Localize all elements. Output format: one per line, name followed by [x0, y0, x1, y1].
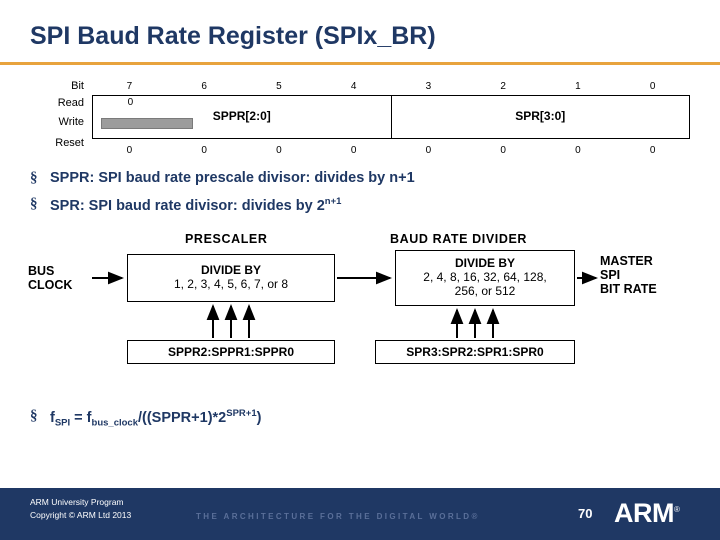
- bullet-sppr: § SPPR: SPI baud rate prescale divisor: …: [30, 170, 415, 187]
- formula-tail: /((SPPR+1)*2: [137, 409, 227, 426]
- reset-value: 0: [649, 145, 656, 156]
- formula-text: fSPI = fbus_clock/((SPPR+1)*2SPR+1): [50, 408, 261, 429]
- bullet-marker-icon: §: [30, 196, 38, 212]
- reset-value: 0: [575, 145, 581, 156]
- reset-value: 0: [425, 145, 432, 156]
- bullet-sppr-text: SPPR: SPI baud rate prescale divisor: di…: [50, 170, 415, 186]
- reset-value-row: 0 0 0 0 0 0 0 0: [92, 140, 690, 162]
- bit-number: 4: [350, 81, 357, 92]
- master-line1: MASTER: [600, 254, 653, 268]
- bullet-spr: § SPR: SPI baud rate divisor: divides by…: [30, 196, 341, 214]
- reset-value: 0: [500, 145, 506, 156]
- baud-divide-values-2: 256, or 512: [454, 284, 516, 298]
- bullet-marker-icon: §: [30, 170, 38, 186]
- label-bit: Bit: [71, 80, 84, 92]
- field-name-sppr: SPPR[2:0]: [212, 109, 271, 123]
- master-line2: SPI: [600, 268, 621, 282]
- diagram-heading-prescaler: PRESCALER: [185, 232, 268, 246]
- reset-value: 0: [201, 145, 207, 156]
- bit-number-row: 7 6 5 4 3 2 1 0: [92, 78, 690, 95]
- formula-f-main: f: [50, 409, 55, 426]
- reset-value: 0: [350, 145, 357, 156]
- formula-sub-spi: SPI: [54, 417, 71, 429]
- formula-sub-bus-clock: bus_clock: [91, 417, 138, 429]
- reset-value: 0: [276, 145, 282, 156]
- bit-number: 1: [575, 81, 581, 92]
- diagram-box-spr-bits: SPR3:SPR2:SPR1:SPR0: [375, 340, 575, 364]
- label-read: Read: [57, 97, 84, 109]
- footer-line-2: Copyright © ARM Ltd 2013: [30, 510, 132, 520]
- bit-number: 0: [649, 81, 656, 92]
- diagram-heading-baud-rate-divider: BAUD RATE DIVIDER: [390, 232, 528, 246]
- arm-logo: ARM®: [614, 498, 680, 529]
- bullet-spr-text: SPR: SPI baud rate divisor: divides by 2…: [50, 196, 341, 214]
- label-write: Write: [58, 116, 84, 128]
- formula-exponent: SPR+1: [226, 408, 257, 419]
- bullet-spr-main: SPR: SPI baud rate divisor: divides by 2: [50, 197, 325, 214]
- bit-number: 7: [126, 81, 133, 92]
- bullet-spr-exponent: n+1: [324, 196, 342, 207]
- arm-logo-tm: ®: [674, 505, 680, 514]
- diagram-box-baud-divide: DIVIDE BY 2, 4, 8, 16, 32, 64, 128, 256,…: [395, 250, 575, 306]
- bit-number: 5: [276, 81, 282, 92]
- footer-line-1: ARM University Program: [30, 497, 124, 507]
- diagram-label-master-bit-rate: MASTER SPI BIT RATE: [600, 254, 657, 296]
- bullet-formula: § fSPI = fbus_clock/((SPPR+1)*2SPR+1): [30, 408, 261, 429]
- bit-number: 2: [500, 81, 506, 92]
- baud-divide-label: DIVIDE BY: [454, 256, 515, 270]
- page-title: SPI Baud Rate Register (SPIx_BR): [30, 22, 436, 50]
- master-line3: BIT RATE: [600, 282, 657, 296]
- bit-number: 3: [425, 81, 432, 92]
- label-reset: Reset: [55, 137, 84, 149]
- bullet-marker-icon: §: [30, 408, 38, 424]
- register-field-row: 0 SPPR[2:0] SPR[3:0]: [92, 95, 690, 139]
- page-number: 70: [578, 506, 593, 521]
- baud-rate-block-diagram: PRESCALER BAUD RATE DIVIDER BUS CLOCK DI…: [0, 228, 720, 388]
- bus-clock-line1: BUS: [28, 264, 55, 278]
- formula-eq: = f: [70, 409, 92, 426]
- field-name-spr: SPR[3:0]: [515, 109, 566, 123]
- register-table: Bit Read Write Reset 7 6 5 4 3 2 1 0 0 S…: [30, 78, 690, 158]
- diagram-box-prescaler-divide: DIVIDE BY 1, 2, 3, 4, 5, 6, 7, or 8: [127, 254, 335, 302]
- bus-clock-line2: CLOCK: [28, 278, 73, 292]
- reset-value: 0: [126, 145, 133, 156]
- diagram-box-sppr-bits: SPPR2:SPPR1:SPPR0: [127, 340, 335, 364]
- read-zero-value: 0: [127, 97, 134, 108]
- write-shaded-cell: [101, 118, 193, 129]
- arm-logo-text: ARM: [614, 498, 675, 528]
- title-divider: [0, 62, 720, 65]
- register-grid: 7 6 5 4 3 2 1 0 0 SPPR[2:0] SPR[3:0]: [92, 78, 690, 162]
- footer-copyright: ARM University Program Copyright © ARM L…: [30, 496, 131, 522]
- formula-close: ): [256, 409, 262, 426]
- footer-tagline: THE ARCHITECTURE FOR THE DIGITAL WORLD®: [196, 512, 480, 521]
- diagram-arrows: [92, 271, 598, 338]
- baud-divide-values-1: 2, 4, 8, 16, 32, 64, 128,: [423, 270, 547, 284]
- bit-number: 6: [201, 81, 207, 92]
- footer: ARM University Program Copyright © ARM L…: [0, 488, 720, 540]
- prescaler-divide-label: DIVIDE BY: [200, 263, 261, 277]
- register-row-labels: Bit Read Write Reset: [30, 78, 88, 154]
- prescaler-divide-values: 1, 2, 3, 4, 5, 6, 7, or 8: [173, 277, 289, 291]
- register-field-sppr: 0 SPPR[2:0]: [93, 96, 392, 138]
- diagram-label-bus-clock: BUS CLOCK: [28, 264, 72, 292]
- register-field-spr: SPR[3:0]: [392, 96, 690, 138]
